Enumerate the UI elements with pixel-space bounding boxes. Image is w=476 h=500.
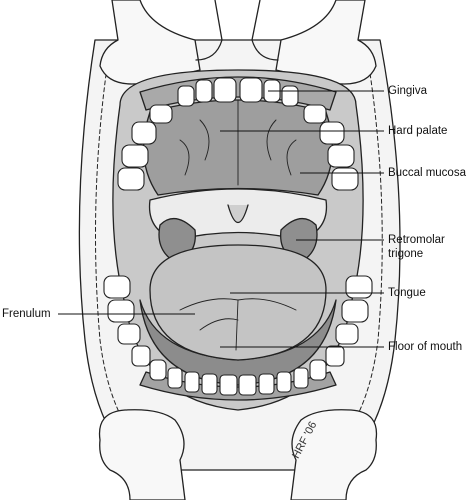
lower-right-retractor xyxy=(290,409,378,500)
label-retromolar-line2: trigone xyxy=(388,248,424,260)
label-retromolar-line1: Retromolar xyxy=(388,234,445,246)
lower-left-retractor xyxy=(98,409,186,500)
label-gingiva: Gingiva xyxy=(388,85,427,97)
label-buccal-mucosa: Buccal mucosa xyxy=(388,167,466,179)
lower-teeth xyxy=(103,275,373,396)
leader-lines xyxy=(58,90,384,348)
label-tongue: Tongue xyxy=(388,287,426,299)
label-frenulum: Frenulum xyxy=(2,308,51,320)
upper-left-retractor xyxy=(99,0,201,85)
upper-right-retractor xyxy=(275,0,377,85)
label-hard-palate: Hard palate xyxy=(388,125,448,137)
label-floor-of-mouth: Floor of mouth xyxy=(388,341,463,353)
uvula xyxy=(227,204,249,224)
